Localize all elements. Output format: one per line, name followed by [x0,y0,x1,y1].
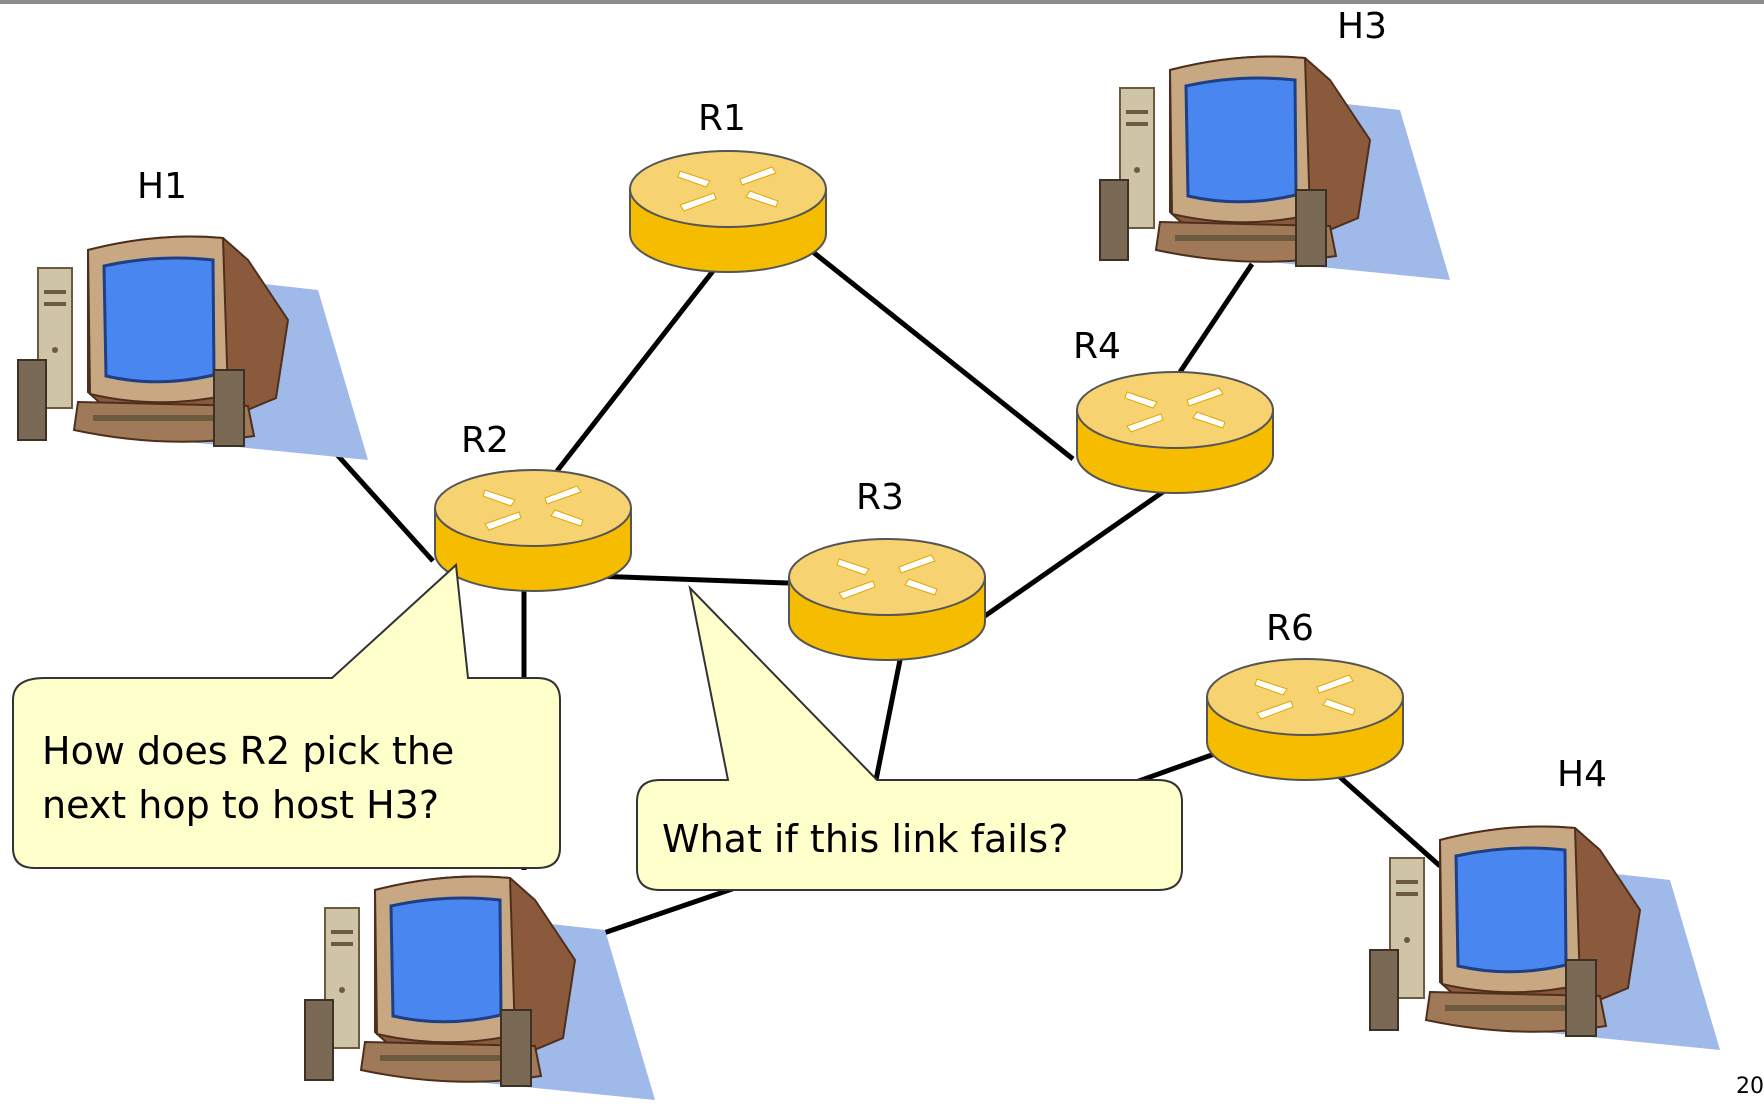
callout-r2-question-text: How does R2 pick the next hop to host H3… [42,724,454,832]
page-number: 20 [1736,1074,1764,1099]
callout-r2-question-bubble [12,562,561,869]
router-r3-label: R3 [856,477,904,518]
callout-r2-question-line2: next hop to host H3? [42,783,440,827]
host-h3-computer [1098,55,1452,282]
host-bottom-computer [303,875,657,1102]
host-h4-computer [1368,825,1722,1052]
callout-r2-question-line1: How does R2 pick the [42,729,455,773]
router-r1 [629,150,827,273]
router-r1-label: R1 [698,98,746,139]
host-h1-label: H1 [137,166,187,207]
router-r2 [434,469,632,592]
slide-top-border [0,0,1764,4]
router-r6-label: R6 [1266,608,1314,649]
router-r2-label: R2 [461,420,509,461]
router-r6 [1206,658,1404,781]
host-h4-label: H4 [1557,754,1607,795]
router-r4-label: R4 [1073,326,1121,367]
router-r4 [1076,371,1274,494]
host-h3-label: H3 [1337,6,1387,47]
host-h1-computer [16,235,370,462]
callout-link-fail-bubble [636,584,1183,891]
router-r3 [788,538,986,661]
callout-link-fail-text: What if this link fails? [662,817,1069,861]
